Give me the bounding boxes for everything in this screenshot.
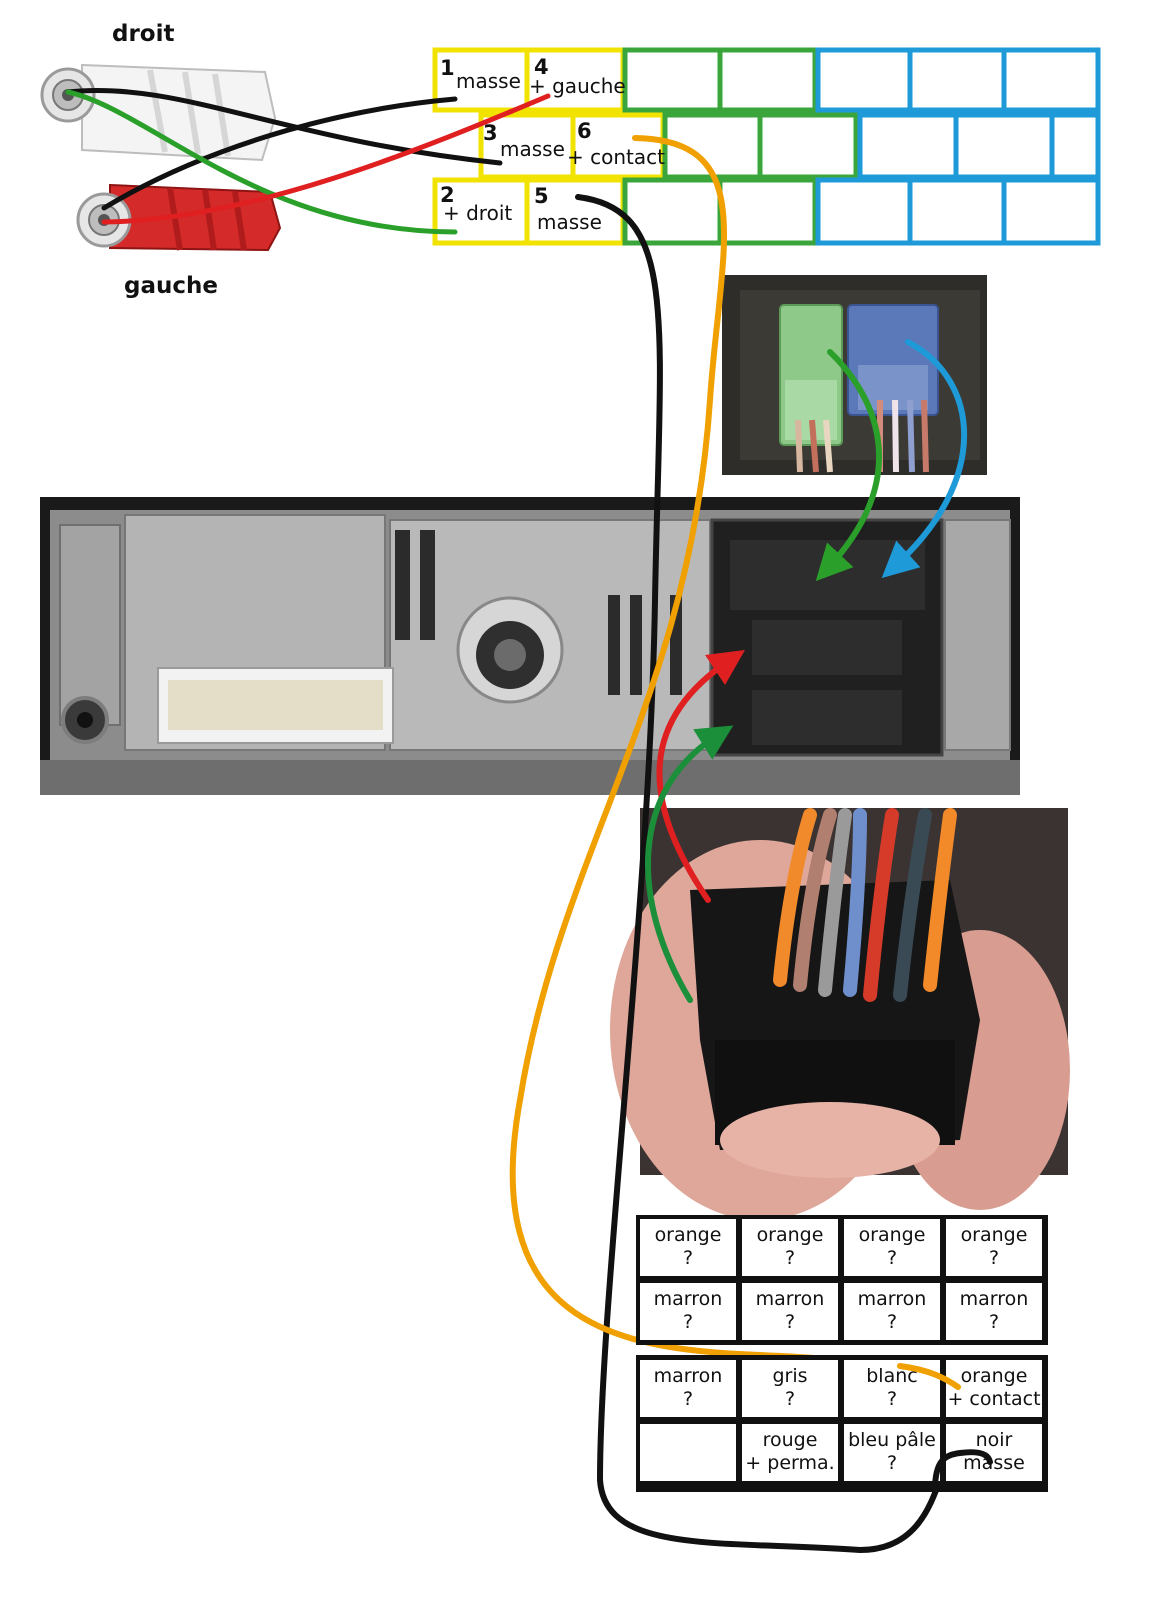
harness-cell-color: marron: [654, 1288, 723, 1310]
harness-cell: [640, 1360, 736, 1417]
harness-cell: [946, 1360, 1042, 1417]
yellow-connector-block: [432, 47, 666, 246]
pin-1-label: masse: [456, 69, 521, 93]
harness-cell-color: orange: [961, 1224, 1028, 1246]
harness-cell-function: + perma.: [745, 1452, 834, 1474]
harness-cell-function: ?: [989, 1247, 999, 1269]
harness-cell-function: ?: [785, 1311, 795, 1333]
harness-cell-function: ?: [887, 1388, 897, 1410]
harness-cell: [742, 1424, 838, 1481]
pin-6: 6 + contact: [567, 119, 665, 169]
arrow-green: [815, 349, 882, 582]
wire-black-masse: [575, 194, 993, 1554]
harness-cell-color: bleu pâle: [848, 1429, 936, 1451]
wire-green-right: [65, 89, 458, 235]
harness-cell-function: ?: [887, 1452, 897, 1474]
harness-cell-color: blanc: [866, 1365, 917, 1387]
harness-cell-function: ?: [887, 1311, 897, 1333]
green-connector-block: [622, 47, 859, 246]
harness-cell: [946, 1219, 1042, 1276]
harness-cell: [742, 1219, 838, 1276]
pin-2-number: 2: [440, 183, 455, 207]
arrow-dark-green: [645, 725, 734, 1003]
arrow-blue: [881, 339, 968, 579]
wire-black-2: [101, 96, 458, 211]
harness-cell-color: orange: [655, 1224, 722, 1246]
iso-plug-photo: [610, 808, 1070, 1220]
harness-cell: [844, 1424, 940, 1481]
pin-1: 1 masse: [440, 56, 521, 93]
label-droit: droit: [112, 21, 175, 47]
harness-cell-color: orange: [961, 1365, 1028, 1387]
pin-3: 3 masse: [483, 121, 565, 161]
harness-cell: [640, 1219, 736, 1276]
wire-red-left: [101, 93, 551, 225]
harness-cell: [844, 1219, 940, 1276]
harness-cell-color: rouge: [763, 1429, 818, 1451]
pin-2-label: + droit: [443, 201, 512, 225]
harness-cell-color: noir: [976, 1429, 1013, 1451]
pin-5: 5 masse: [534, 184, 602, 234]
harness-cell: [742, 1283, 838, 1340]
harness-cell: [946, 1283, 1042, 1340]
harness-color-table: orange?orange?orange?orange?marron?marro…: [636, 1215, 1048, 1493]
harness-cell-function: + contact: [947, 1388, 1040, 1410]
harness-cell-function: ?: [785, 1247, 795, 1269]
harness-cell-color: marron: [960, 1288, 1029, 1310]
harness-cell-function: masse: [963, 1452, 1025, 1474]
harness-cell-color: marron: [756, 1288, 825, 1310]
harness-cell-function: ?: [683, 1247, 693, 1269]
iso-connectors-photo: [722, 275, 987, 475]
pin-2: 2 + droit: [440, 183, 512, 225]
wires: [65, 87, 993, 1554]
harness-cell-function: ?: [683, 1311, 693, 1333]
pin-4: 4 + gauche: [529, 55, 626, 98]
harness-cell: [742, 1360, 838, 1417]
pin-4-number: 4: [534, 55, 549, 79]
pin-6-label: + contact: [567, 145, 665, 169]
harness-cell-function: ?: [785, 1388, 795, 1410]
wire-black-masse-end: [932, 1449, 993, 1493]
arrow-red: [656, 650, 745, 903]
harness-cell-function: ?: [989, 1311, 999, 1333]
harness-cell-color: orange: [859, 1224, 926, 1246]
harness-cell-color: marron: [858, 1288, 927, 1310]
pin-5-number: 5: [534, 184, 549, 208]
label-gauche: gauche: [124, 273, 218, 299]
rca-connector-left: [76, 183, 282, 252]
pin-1-number: 1: [440, 56, 455, 80]
harness-cell-color: orange: [757, 1224, 824, 1246]
radio-back-panel-photo: [40, 497, 1020, 795]
pin-6-number: 6: [577, 119, 592, 143]
pin-3-label: masse: [500, 137, 565, 161]
harness-cell-function: ?: [683, 1388, 693, 1410]
pin-3-number: 3: [483, 121, 498, 145]
blue-connector-block: [815, 47, 1101, 246]
wire-orange-contact-end: [897, 1363, 961, 1390]
harness-cell: [640, 1283, 736, 1340]
pin-5-label: masse: [537, 210, 602, 234]
pin-4-label: + gauche: [529, 74, 626, 98]
harness-cell-color: gris: [772, 1365, 807, 1387]
harness-cell: [844, 1283, 940, 1340]
harness-cell-color: marron: [654, 1365, 723, 1387]
harness-cell: [640, 1424, 736, 1481]
harness-cell-function: ?: [887, 1247, 897, 1269]
arrows: [645, 339, 968, 1003]
